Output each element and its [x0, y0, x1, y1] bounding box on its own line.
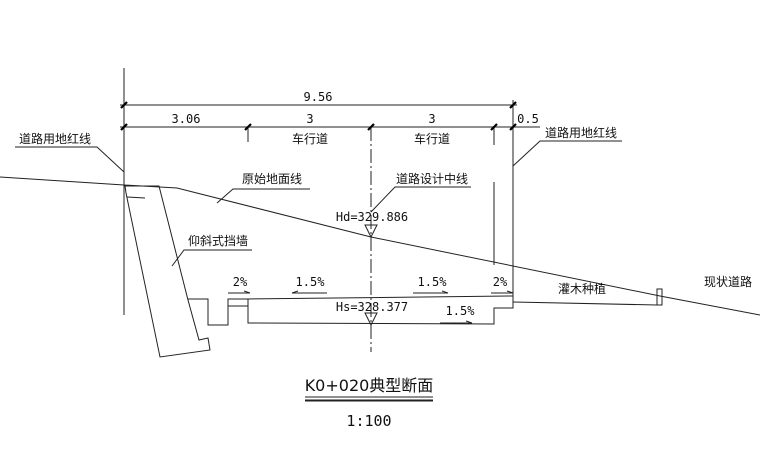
original-ground-line — [0, 176, 760, 316]
centerline-label: 道路设计中线 — [396, 171, 468, 186]
subgrade-elevation-label: Hs=328.377 — [336, 300, 408, 314]
row-line-label-right: 道路用地红线 — [545, 125, 617, 140]
pavement-structure — [188, 288, 663, 326]
elevation-triangle-icon — [364, 224, 378, 239]
segment-label: 3.06 — [172, 112, 201, 126]
slope-label: 2% — [493, 275, 508, 289]
row-line-label-left: 道路用地红线 — [19, 131, 91, 146]
lane-label: 车行道 — [414, 131, 450, 146]
lane-label: 车行道 — [292, 131, 328, 146]
segment-label: 0.5 — [517, 112, 539, 126]
wall-detail-line — [126, 196, 146, 199]
total-width-label: 9.56 — [304, 90, 333, 104]
original-ground-label: 原始地面线 — [242, 172, 302, 186]
shrub-planting-label: 灌木种植 — [558, 281, 606, 296]
existing-road-label: 现状道路 — [704, 274, 752, 289]
retaining-wall-label: 仰斜式挡墙 — [188, 233, 248, 248]
slope-arrows — [228, 290, 514, 324]
slope-label: 1.5% — [418, 275, 448, 289]
drawing-title: K0+020典型断面 — [305, 376, 434, 395]
drawing-scale: 1:100 — [346, 412, 391, 430]
design-elevation-label: Hd=329.886 — [336, 210, 408, 224]
dimension-ticks — [120, 101, 517, 131]
dimension-lines: 9.56 3.06 3 3 0.5 车行道 车行道 — [120, 68, 540, 352]
segment-label: 3 — [306, 112, 313, 126]
segment-label: 3 — [428, 112, 435, 126]
elevation-triangle-icon — [364, 312, 378, 327]
slope-label: 1.5% — [296, 275, 326, 289]
slope-label: 1.5% — [446, 304, 476, 318]
slope-label: 2% — [233, 275, 248, 289]
retaining-wall — [124, 185, 211, 358]
existing-road-curb — [656, 288, 663, 306]
